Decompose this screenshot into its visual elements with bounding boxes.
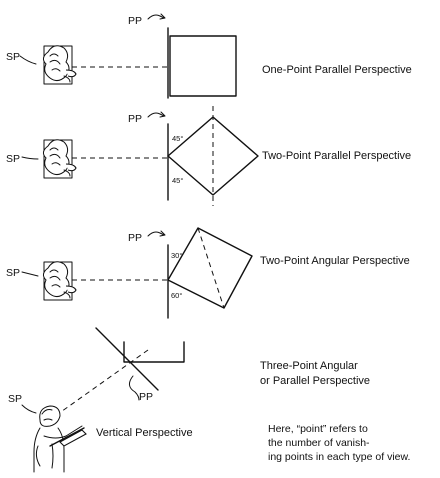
sightline-4 <box>57 349 149 415</box>
object-open-box-4 <box>123 341 185 363</box>
sp-label-4: SP <box>8 393 22 405</box>
sp-pointer-3 <box>21 271 39 277</box>
pp-label-2: PP <box>128 113 142 125</box>
object-diamond-2 <box>167 116 259 196</box>
object-rotated-square-3 <box>167 227 253 309</box>
note-block: Here, “point” refers to the number of va… <box>268 423 410 463</box>
angle-label-3a: 30° <box>171 251 182 260</box>
angle-label-2a: 45° <box>172 134 183 143</box>
note-line-3: ing points in each type of view. <box>268 451 410 463</box>
caption-three-point-line2: or Parallel Perspective <box>260 375 370 387</box>
pp-pointer-3 <box>147 231 165 237</box>
angle-label-3b: 60° <box>171 291 182 300</box>
caption-three-point-line1: Three-Point Angular <box>260 360 358 372</box>
pp-pointer-1 <box>147 14 165 20</box>
caption-vertical: Vertical Perspective <box>96 427 193 439</box>
pp-pointer-4 <box>129 375 140 401</box>
pp-label-3: PP <box>128 232 142 244</box>
observer-figure-1 <box>42 45 77 85</box>
observer-figure-3 <box>42 261 77 301</box>
sp-pointer-2 <box>21 156 39 160</box>
note-line-2: the number of vanish- <box>268 437 370 449</box>
observer-figure-2 <box>42 139 77 179</box>
note-line-1: Here, “point” refers to <box>268 423 368 435</box>
observer-figure-side <box>33 405 87 473</box>
pp-arrowhead-1 <box>159 13 166 20</box>
pp-pointer-2 <box>147 112 165 118</box>
sp-label-3: SP <box>6 267 20 279</box>
panel-three-point: PP Three-Point Angular or Parallel Persp… <box>8 327 370 473</box>
panel-two-point-parallel: PP 45° 45° SP Two-Point Parallel Perspec… <box>6 106 411 206</box>
sp-label-1: SP <box>6 51 20 63</box>
pp-label-1: PP <box>128 15 142 27</box>
caption-two-point-parallel: Two-Point Parallel Perspective <box>262 150 411 162</box>
object-square-1 <box>169 35 237 97</box>
panel-one-point: PP SP One-Point Parallel Perspective <box>6 13 412 99</box>
sp-pointer-4 <box>21 404 37 414</box>
picture-plane-4 <box>95 327 159 391</box>
pp-label-4: PP <box>139 391 153 403</box>
pp-arrowhead-3 <box>159 230 166 237</box>
angle-label-2b: 45° <box>172 176 183 185</box>
caption-two-point-angular: Two-Point Angular Perspective <box>260 255 410 267</box>
sp-pointer-1 <box>19 55 37 65</box>
pp-arrowhead-2 <box>159 111 166 118</box>
panel-two-point-angular: PP 30° 60° SP Two-Point Angular Perspect… <box>6 227 410 319</box>
caption-one-point: One-Point Parallel Perspective <box>262 64 412 76</box>
sp-label-2: SP <box>6 153 20 165</box>
